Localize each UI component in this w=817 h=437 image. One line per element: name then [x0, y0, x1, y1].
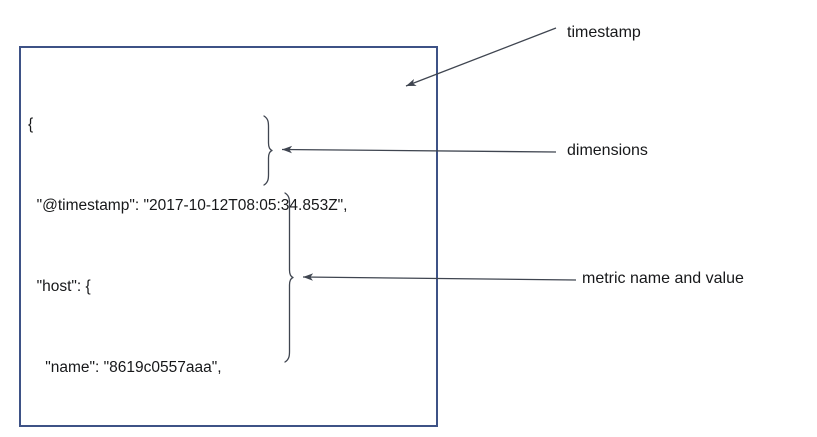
- json-document-box: [19, 46, 438, 427]
- json-line-host-name: "name": "8619c0557aaa",: [28, 359, 222, 376]
- json-line: {: [28, 116, 34, 133]
- annotation-label-metric: metric name and value: [582, 270, 744, 287]
- annotation-label-timestamp: timestamp: [567, 24, 641, 41]
- json-source-text: { "@timestamp": "2017-10-12T08:05:34.853…: [28, 57, 428, 437]
- json-line-host-open: "host": {: [28, 278, 91, 295]
- json-line-timestamp: "@timestamp": "2017-10-12T08:05:34.853Z"…: [28, 197, 348, 214]
- annotation-label-dimensions: dimensions: [567, 142, 648, 159]
